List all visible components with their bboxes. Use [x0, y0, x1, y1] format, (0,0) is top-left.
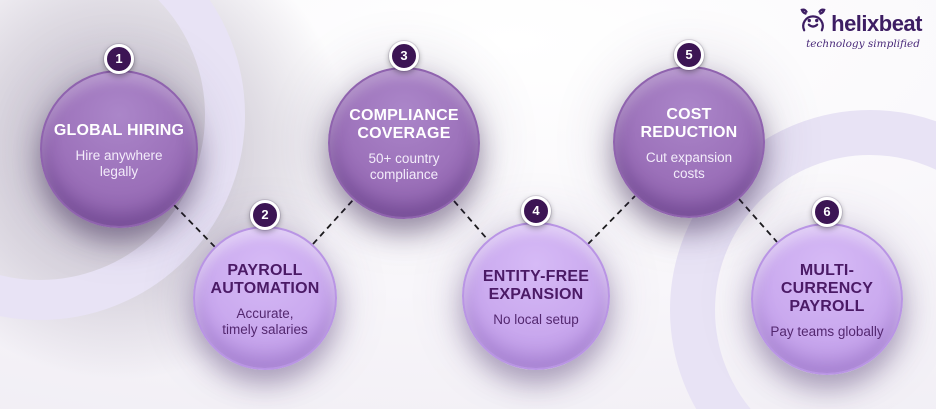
step-node-global-hiring: 1 GLOBAL HIRING Hire anywhere legally	[40, 44, 198, 228]
helixbeat-logo: helixbeat technology simplified	[799, 8, 922, 50]
brand-tagline: technology simplified	[806, 38, 920, 50]
step-title: PAYROLL AUTOMATION	[210, 262, 320, 298]
helixbeat-mark-icon	[799, 8, 827, 39]
step-subtitle: No local setup	[493, 312, 579, 328]
brand-wordmark: helixbeat	[831, 10, 922, 36]
step-number-badge: 3	[389, 41, 419, 71]
step-number-badge: 1	[104, 44, 134, 74]
step-node-payroll-automation: 2 PAYROLL AUTOMATION Accurate, timely sa…	[193, 200, 337, 370]
step-title: MULTI-CURRENCY PAYROLL	[780, 261, 874, 316]
step-subtitle: Pay teams globally	[770, 324, 884, 340]
step-number-badge: 4	[521, 196, 551, 226]
step-subtitle: 50+ country compliance	[368, 151, 440, 183]
connector-1-2	[173, 204, 216, 248]
connector-2-3	[312, 199, 354, 245]
connector-3-4	[453, 200, 489, 241]
step-subtitle: Cut expansion costs	[645, 150, 733, 182]
step-number-badge: 6	[812, 197, 842, 227]
step-subtitle: Hire anywhere legally	[75, 148, 163, 180]
connector-5-6	[738, 198, 778, 243]
connector-4-5	[587, 195, 636, 245]
step-title: COMPLIANCE COVERAGE	[349, 107, 459, 143]
step-node-compliance-coverage: 3 COMPLIANCE COVERAGE 50+ country compli…	[328, 41, 480, 219]
step-title: GLOBAL HIRING	[53, 122, 185, 140]
step-node-multi-currency-payroll: 6 MULTI-CURRENCY PAYROLL Pay teams globa…	[751, 197, 903, 375]
step-title: COST REDUCTION	[640, 106, 738, 142]
step-number-badge: 5	[674, 40, 704, 70]
step-node-cost-reduction: 5 COST REDUCTION Cut expansion costs	[613, 40, 765, 218]
step-node-entity-free-expansion: 4 ENTITY-FREE EXPANSION No local setup	[462, 196, 610, 370]
step-number-badge: 2	[250, 200, 280, 230]
step-subtitle: Accurate, timely salaries	[222, 306, 308, 338]
step-title: ENTITY-FREE EXPANSION	[482, 267, 590, 304]
